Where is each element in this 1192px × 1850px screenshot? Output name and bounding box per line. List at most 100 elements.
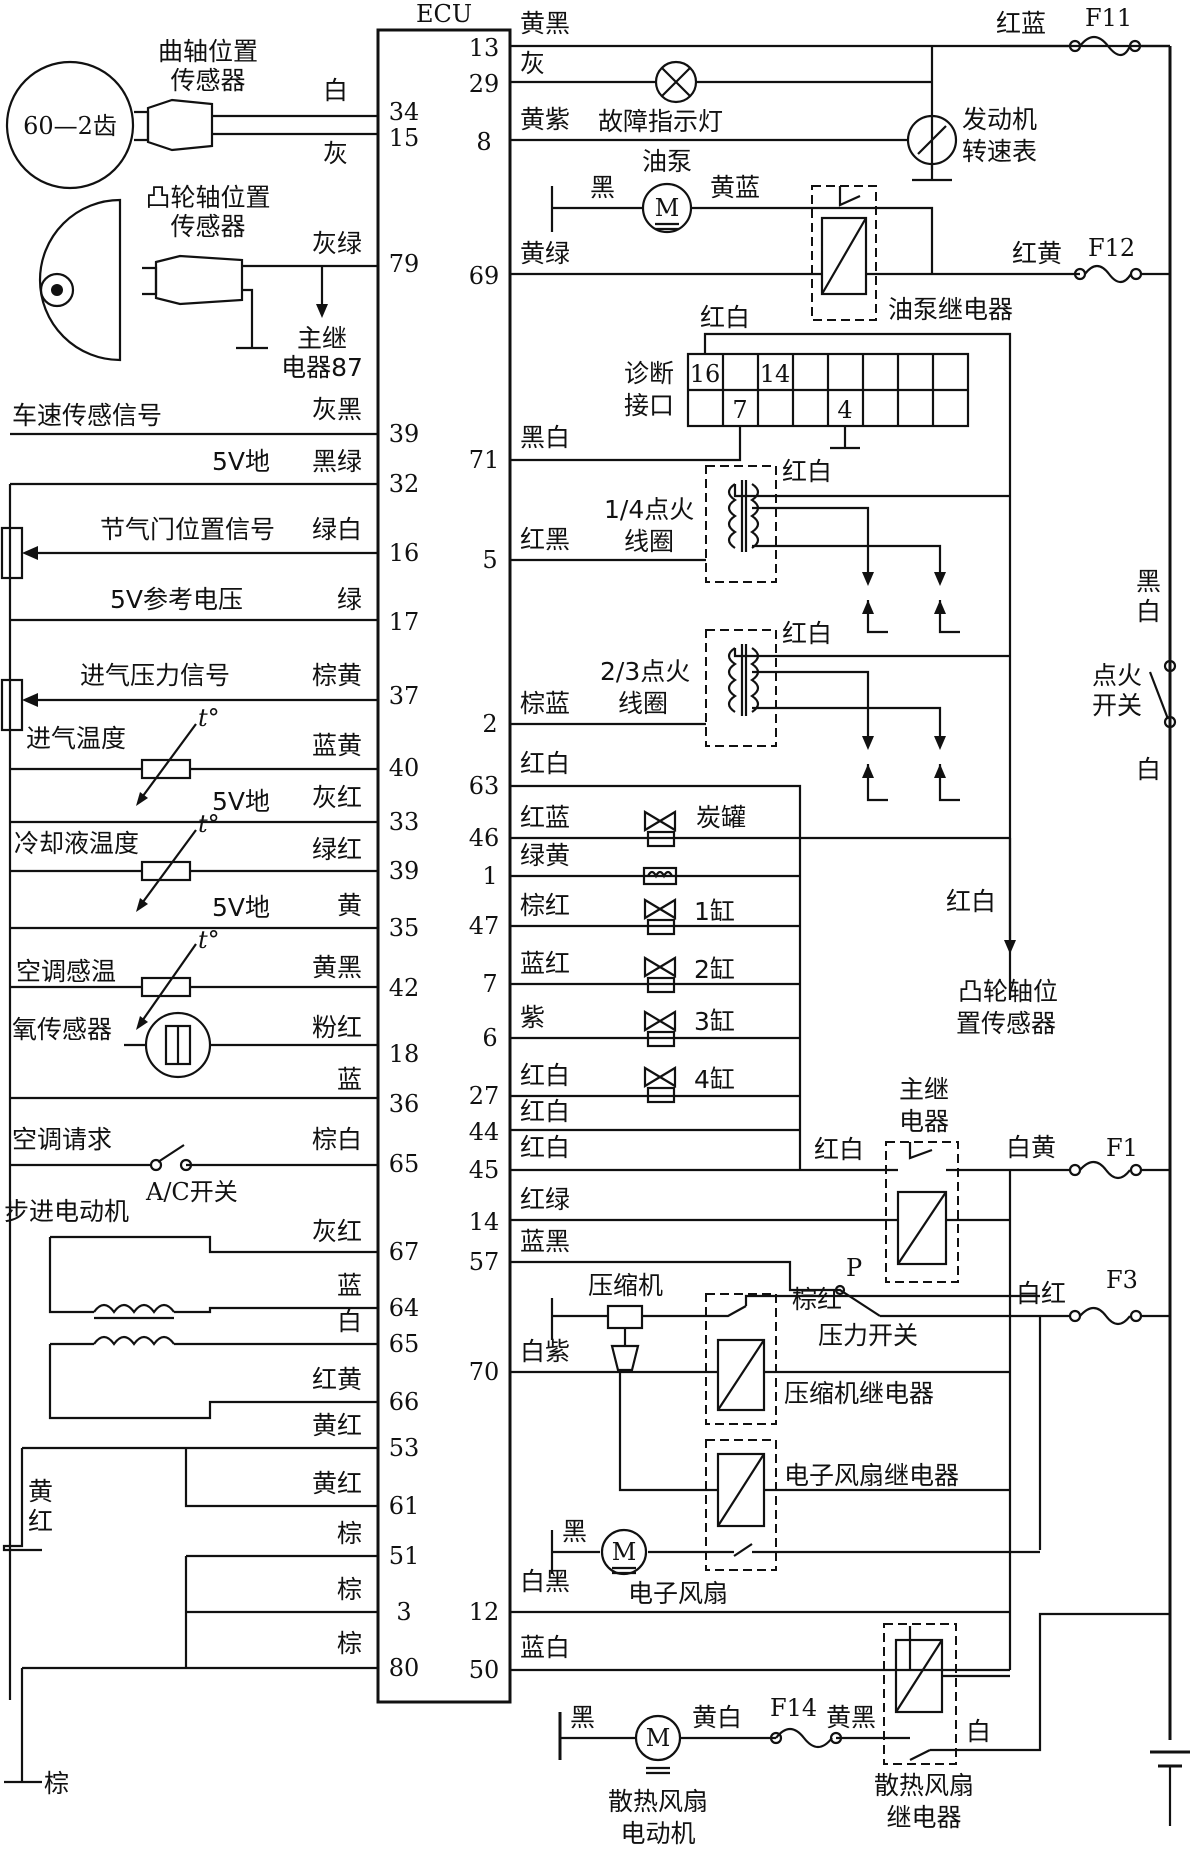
- coil-core: [740, 480, 748, 552]
- motor-base: [646, 1766, 670, 1775]
- fuel-pump-motor: [641, 182, 693, 234]
- ign-switch-1: 点火: [1092, 661, 1142, 690]
- diag-pin-16: 16: [690, 360, 721, 388]
- crank-wires: [212, 114, 378, 136]
- fan-wire: [550, 1530, 1040, 1574]
- wire-color: 灰: [323, 139, 348, 168]
- wire-color: 黄绿: [520, 239, 570, 268]
- arrow-icon: [22, 693, 38, 707]
- ign-white: 白: [1136, 755, 1161, 784]
- wire-color: 灰红: [312, 783, 362, 812]
- pin-number: 42: [389, 974, 420, 1002]
- arrow-icon: [316, 304, 328, 318]
- wire-color: 红绿: [520, 1185, 570, 1214]
- pin-number: 8: [476, 128, 491, 156]
- right-wire-labels: 黄黑 13 灰 29 黄紫 8 黄绿 69 黑白 71 红黑 5 棕蓝 2 红白…: [469, 9, 570, 1684]
- black-label: 黑: [590, 173, 615, 202]
- fuse-f12: [1084, 264, 1132, 284]
- crank-trigger-wheel: [5, 60, 135, 190]
- gauge-needle: [917, 125, 947, 155]
- fuse-terminal: [1129, 1309, 1143, 1323]
- stepper-wire-67: [50, 1235, 378, 1254]
- ground-brown: [4, 1668, 42, 1784]
- red-white-main: 红白: [814, 1135, 864, 1164]
- f12-label: F12: [1088, 234, 1135, 262]
- cam-feed-1: 凸轮轴位: [958, 977, 1058, 1006]
- wire-color: 红白: [520, 1061, 570, 1090]
- cam-feed-2: 置传感器: [956, 1009, 1056, 1038]
- vref-label: 5V参考电压: [110, 585, 243, 614]
- wire-color: 灰绿: [312, 229, 362, 258]
- red-white-coil14: 红白: [782, 457, 832, 486]
- ect-label: 冷却液温度: [14, 829, 139, 858]
- injector-icon: [643, 1010, 677, 1032]
- relay-contact: [710, 1305, 747, 1318]
- wire-color: 黑绿: [312, 447, 362, 476]
- temp-symbol-1: t°: [198, 704, 220, 732]
- white-red-label: 白红: [1016, 1279, 1066, 1308]
- diagnostic-connector: 16 14 7 4: [686, 352, 970, 428]
- pin-number: 66: [389, 1388, 420, 1416]
- wire-color: 白紫: [520, 1337, 570, 1366]
- fan-relay-coil-wire: [618, 1370, 1010, 1492]
- wire-color: 红白: [520, 749, 570, 778]
- pin-number: 17: [389, 608, 420, 636]
- purge-coil: [642, 866, 678, 886]
- pin-number: 3: [396, 1598, 411, 1626]
- fuse-terminal: [1068, 1309, 1082, 1323]
- ign-switch-2: 开关: [1092, 691, 1142, 720]
- wire-61: [184, 1448, 378, 1508]
- wire-color: 黑白: [520, 423, 570, 452]
- pin-number: 79: [389, 250, 420, 278]
- tps-label: 节气门位置信号: [100, 515, 275, 544]
- pin-number: 50: [469, 1656, 500, 1684]
- white-label: 白: [966, 1717, 991, 1746]
- thermistor-slash: [139, 829, 197, 907]
- pressure-switch-label: 压力开关: [818, 1321, 918, 1350]
- brown-ground-bus: [22, 1554, 378, 1670]
- spark-ground: [866, 600, 960, 634]
- pin-number: 7: [482, 970, 497, 998]
- red-white-diag: 红白: [700, 303, 750, 332]
- relay-coil: [896, 1190, 948, 1266]
- brown-red-label: 棕红: [792, 1285, 842, 1314]
- cam-title-2: 传感器: [170, 212, 245, 241]
- diag-1: 诊断: [624, 359, 674, 388]
- f3-label: F3: [1106, 1266, 1138, 1294]
- gnd5v-label-1: 5V地: [212, 447, 270, 476]
- cyl-1: 1缸: [694, 897, 735, 926]
- f11-label: F11: [1085, 4, 1132, 32]
- relay-contact: [908, 1142, 933, 1160]
- red-white-cam: 红白: [946, 887, 996, 916]
- wire-color: 绿白: [312, 515, 362, 544]
- injector-coil: [646, 918, 676, 936]
- ign-bw-2: 白: [1136, 597, 1161, 626]
- valve-icon: [643, 810, 677, 832]
- wire-color: 蓝黑: [520, 1227, 570, 1256]
- ecu-title: ECU: [416, 0, 472, 28]
- wire-color: 棕: [337, 1575, 362, 1604]
- pin-number: 53: [389, 1434, 420, 1462]
- pin-number: 1: [482, 862, 497, 890]
- switch-contact: [834, 1284, 846, 1296]
- switch-contact: [1163, 659, 1177, 673]
- coil-secondary: [750, 483, 760, 549]
- relay-contact: [838, 186, 861, 207]
- pin-number: 70: [469, 1358, 500, 1386]
- cam-hub: [39, 272, 75, 308]
- relay-feed: [744, 1294, 1040, 1306]
- injector-coil: [646, 976, 676, 994]
- pin-number: 65: [389, 1330, 420, 1358]
- ecu-unit: ECU: [376, 0, 512, 1704]
- rad-motor-2: 电动机: [620, 1819, 695, 1848]
- main-relay-87-1: 主继: [297, 324, 347, 353]
- compressor-body: [610, 1344, 640, 1372]
- cam-sensor-tip: [142, 266, 158, 296]
- stepper-wire-64: [174, 1306, 378, 1314]
- map-label: 进气压力信号: [80, 661, 230, 690]
- stepper-coil-a: [93, 1303, 175, 1314]
- fault-lamp-label: 故障指示灯: [598, 107, 723, 136]
- gnd5v-label-3: 5V地: [212, 893, 270, 922]
- wire-2: [510, 648, 1010, 726]
- wire-color: 棕红: [520, 891, 570, 920]
